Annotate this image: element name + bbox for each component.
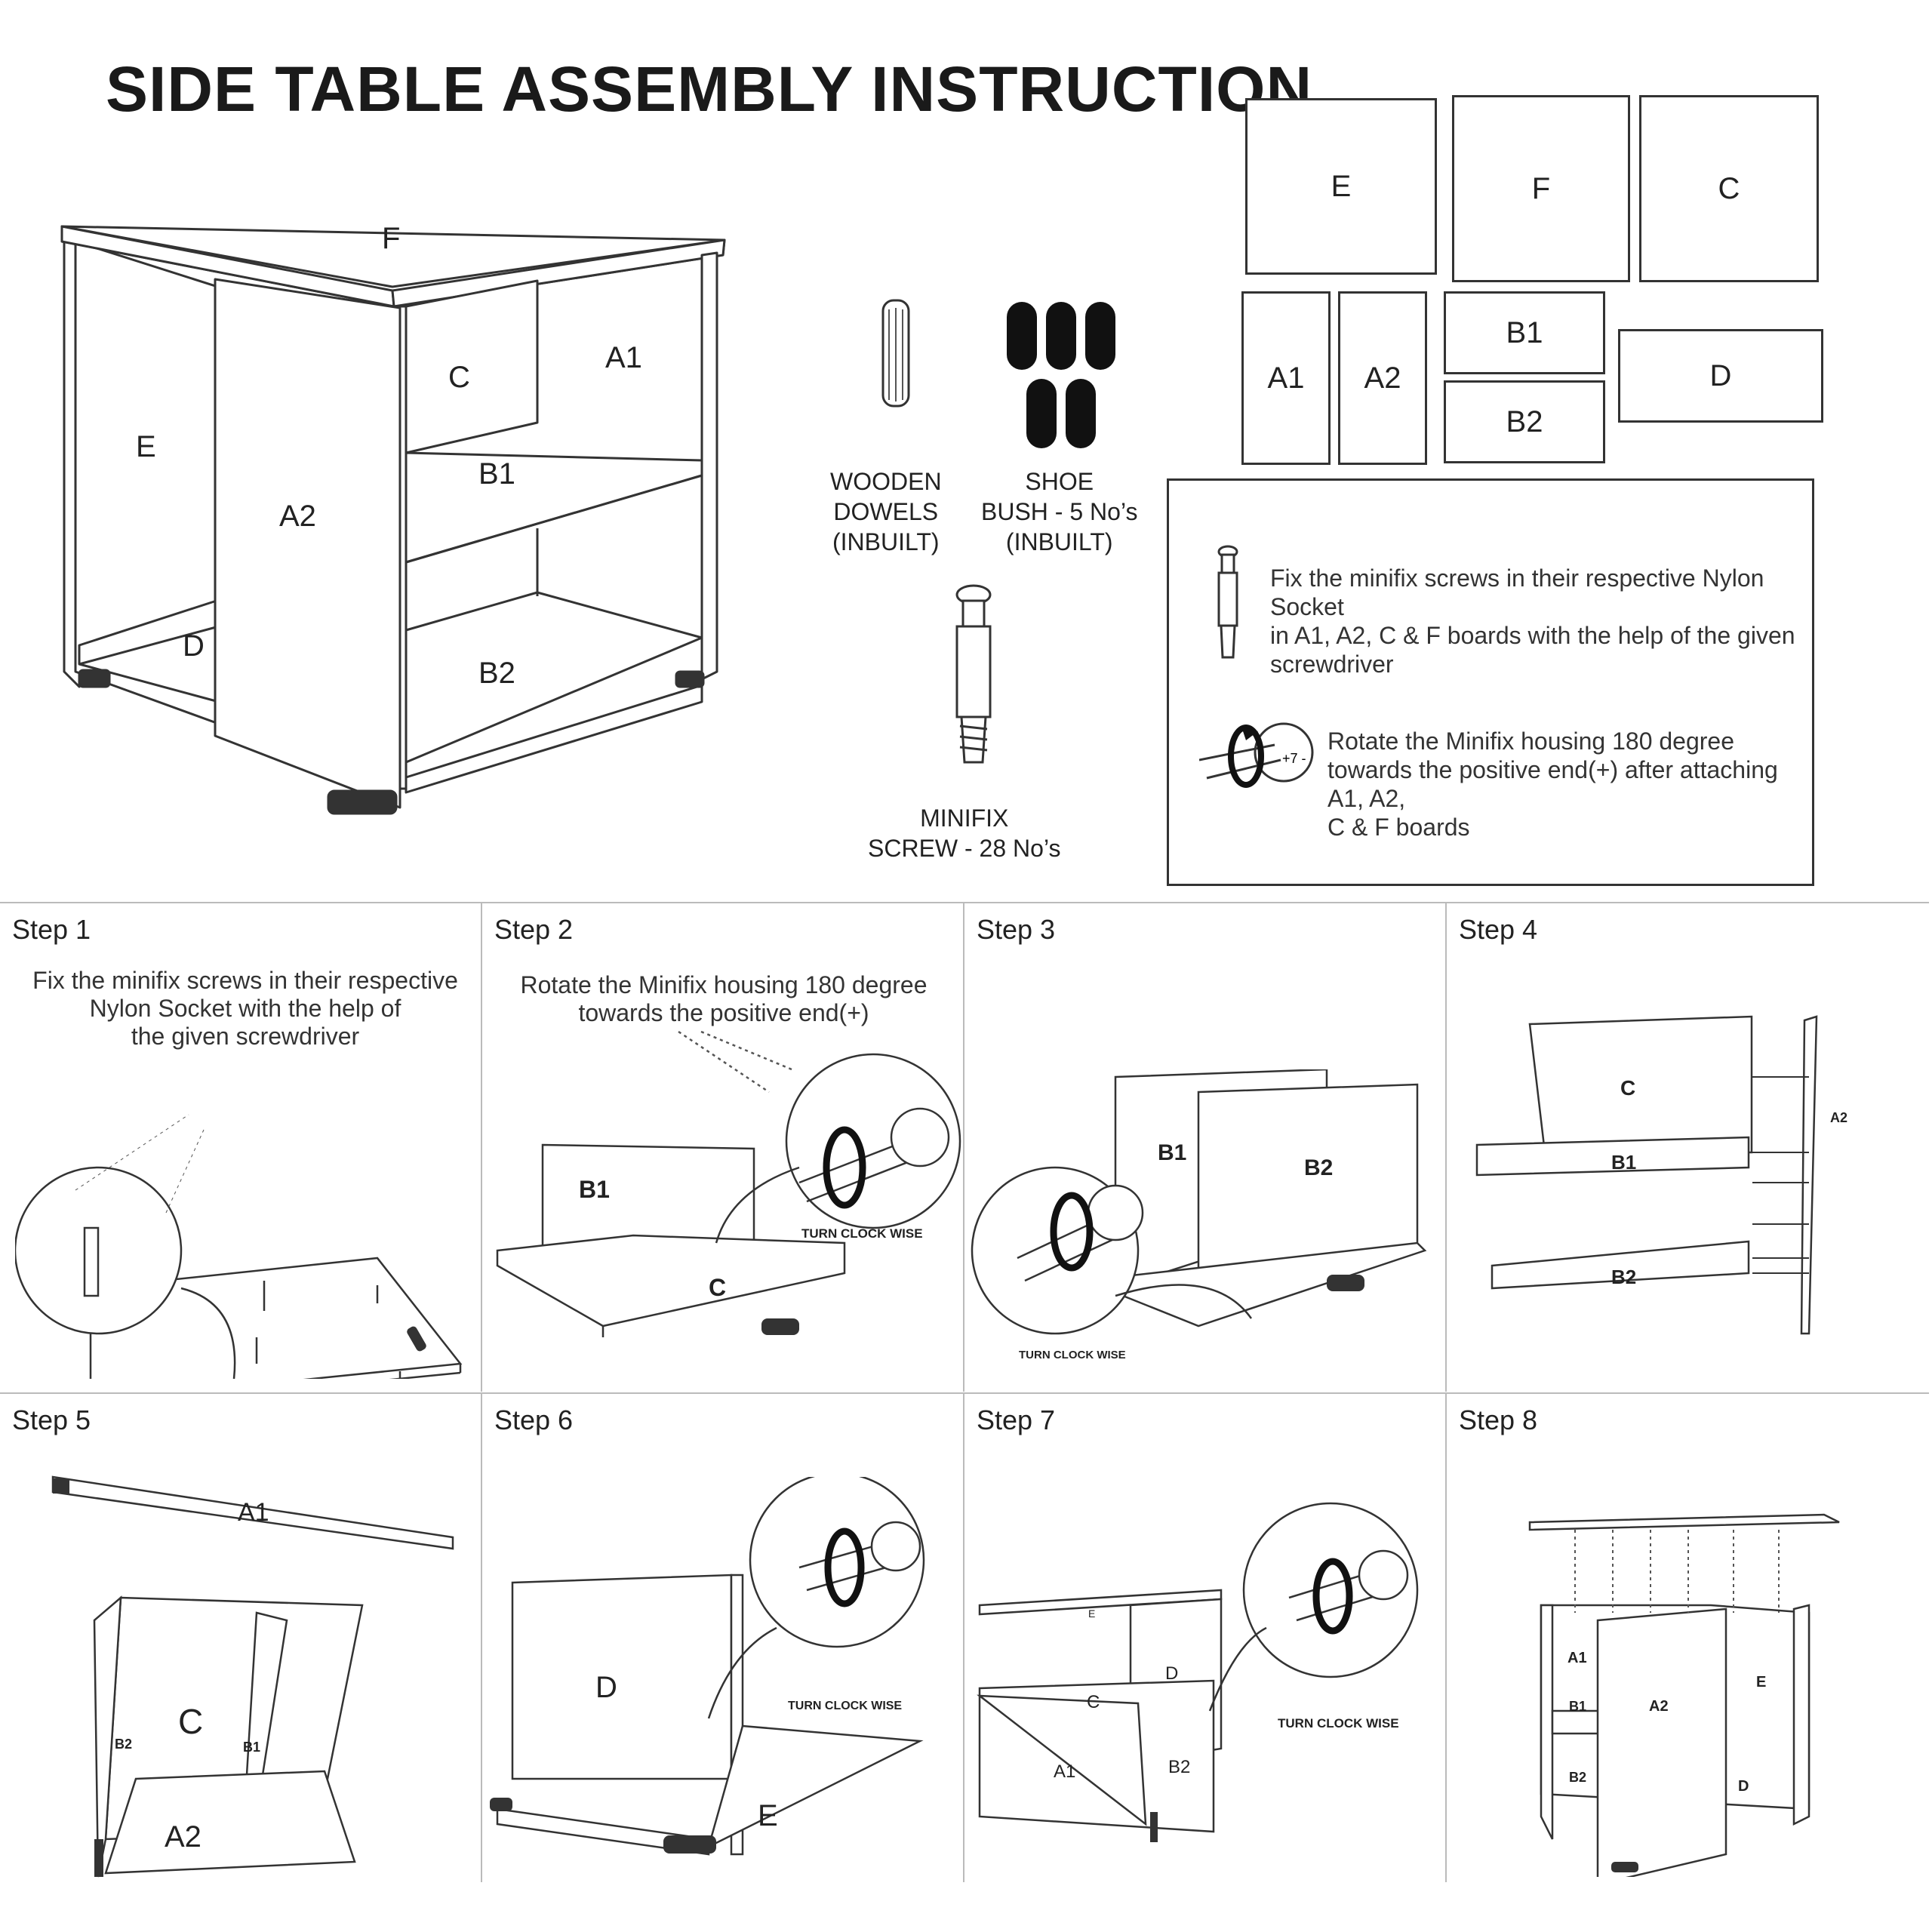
step-3-board-b2: B2 — [1304, 1155, 1333, 1180]
step-1-illustration — [15, 1114, 463, 1379]
instruction-box: Fix the minifix screws in their respecti… — [1167, 478, 1814, 886]
step-8-board-a1: A1 — [1567, 1650, 1587, 1666]
step-6-label: Step 6 — [494, 1404, 574, 1435]
step-7-board-c: C — [1087, 1692, 1100, 1712]
step-8-label: Step 8 — [1459, 1404, 1538, 1435]
step-3-label: Step 3 — [977, 914, 1056, 945]
step-6-board-d: D — [595, 1671, 617, 1704]
steps-grid: Step 1 Fix the minifix screws in their r… — [0, 902, 1932, 1932]
diagram-label-b2: B2 — [478, 657, 515, 690]
step-7-board-b2: B2 — [1168, 1757, 1190, 1777]
step-8-board-b2: B2 — [1569, 1770, 1586, 1785]
step-1-note: Fix the minifix screws in their respecti… — [32, 967, 458, 1050]
step-5-illustration: A1 C B2 B1 A2 — [51, 1475, 454, 1878]
step-4-board-b1: B1 — [1611, 1151, 1636, 1174]
step-6-turn-text: TURN CLOCK WISE — [788, 1700, 902, 1712]
diagram-label-c: C — [448, 361, 470, 394]
step-6-illustration: D E TURN CLOCK WISE — [490, 1477, 925, 1856]
part-e: E — [1245, 98, 1437, 275]
dowel-caption: WOODEN DOWELS (INBUILT) — [830, 468, 942, 555]
part-c: C — [1639, 95, 1819, 282]
step-8-board-b1: B1 — [1569, 1699, 1586, 1714]
step-2-label: Step 2 — [494, 914, 574, 945]
rotate-instruction-text: Rotate the Minifix housing 180 degree to… — [1327, 728, 1778, 841]
part-d: D — [1618, 329, 1823, 423]
step-5-label: Step 5 — [12, 1404, 91, 1435]
part-b1: B1 — [1444, 291, 1605, 374]
step-5-board-a2: A2 — [165, 1820, 202, 1854]
wooden-dowel-icon — [881, 299, 910, 408]
step-5-panel: Step 5 A1 C B2 B1 A2 — [0, 1392, 482, 1882]
step-6-panel: Step 6 D E TURN CLOCK WISE — [482, 1392, 964, 1882]
shoe-bush-caption: SHOE BUSH - 5 No’s (INBUILT) — [981, 468, 1138, 555]
step-5-board-b1: B1 — [243, 1740, 260, 1755]
step-3-turn-text: TURN CLOCK WISE — [1019, 1349, 1126, 1361]
shoe-bush-icon — [1007, 302, 1115, 448]
step-4-board-a2: A2 — [1830, 1110, 1847, 1125]
diagram-label-d: D — [183, 629, 205, 663]
step-4-board-c: C — [1620, 1076, 1635, 1100]
diagram-label-a2: A2 — [279, 500, 316, 533]
part-a2: A2 — [1338, 291, 1427, 465]
screw-instruction-text: Fix the minifix screws in their respecti… — [1270, 565, 1795, 678]
step-7-illustration: E D C A1 B2 TURN CLOCK WISE — [977, 1502, 1419, 1842]
step-4-illustration: C B1 B2 A2 — [1475, 1015, 1847, 1335]
step-2-illustration: B1 C TURN CLOCK WISE — [496, 1030, 961, 1337]
step-7-panel: Step 7 E D C A1 B2 TURN CLOCK WISE — [964, 1392, 1447, 1882]
step-4-label: Step 4 — [1459, 914, 1538, 945]
step-8-board-a2: A2 — [1649, 1698, 1669, 1715]
step-7-board-d: D — [1165, 1663, 1178, 1684]
rotate-minifix-icon: +7 - — [1199, 722, 1314, 788]
step-8-board-e: E — [1756, 1674, 1766, 1690]
diagram-label-e: E — [136, 430, 156, 463]
step-2-note: Rotate the Minifix housing 180 degree to… — [520, 971, 928, 1026]
step-8-panel: Step 8 A1 B1 B2 A2 E D — [1447, 1392, 1929, 1882]
part-a1: A1 — [1241, 291, 1331, 465]
step-1-label: Step 1 — [12, 914, 91, 945]
step-2-turn-text: TURN CLOCK WISE — [801, 1226, 923, 1241]
diagram-label-a1: A1 — [605, 341, 642, 374]
step-7-board-e: E — [1088, 1607, 1095, 1620]
step-3-board-b1: B1 — [1158, 1140, 1186, 1165]
step-7-label: Step 7 — [977, 1404, 1056, 1435]
step-8-board-d: D — [1738, 1778, 1749, 1795]
step-5-board-a1: A1 — [238, 1498, 269, 1527]
step-8-illustration: A1 B1 B2 A2 E D — [1528, 1513, 1840, 1877]
step-2-panel: Step 2 Rotate the Minifix housing 180 de… — [482, 902, 964, 1392]
step-5-board-b2: B2 — [115, 1737, 132, 1752]
step-4-panel: Step 4 C B1 B2 A2 — [1447, 902, 1929, 1392]
assembled-table-diagram — [60, 225, 726, 815]
part-b2: B2 — [1444, 380, 1605, 463]
step-1-panel: Step 1 Fix the minifix screws in their r… — [0, 902, 482, 1392]
step-5-board-c: C — [178, 1702, 203, 1741]
minifix-screw-small-icon — [1217, 545, 1238, 659]
part-f: F — [1452, 95, 1630, 282]
minifix-caption: MINIFIX SCREW - 28 No’s — [868, 804, 1061, 862]
svg-text:+7 -: +7 - — [1282, 751, 1306, 766]
step-3-panel: Step 3 B1 B2 TURN CLOCK WISE — [964, 902, 1447, 1392]
step-2-board-c: C — [709, 1274, 726, 1301]
step-4-board-b2: B2 — [1611, 1266, 1636, 1288]
step-7-turn-text: TURN CLOCK WISE — [1278, 1716, 1399, 1730]
step-2-board-b1: B1 — [579, 1176, 610, 1203]
diagram-label-b1: B1 — [478, 457, 515, 491]
minifix-screw-icon — [955, 584, 992, 764]
step-7-board-a1: A1 — [1054, 1761, 1075, 1782]
step-3-illustration: B1 B2 TURN CLOCK WISE — [971, 1069, 1427, 1361]
step-6-board-e: E — [758, 1799, 778, 1832]
page-title: SIDE TABLE ASSEMBLY INSTRUCTION — [106, 54, 1313, 125]
diagram-label-f: F — [382, 222, 401, 255]
